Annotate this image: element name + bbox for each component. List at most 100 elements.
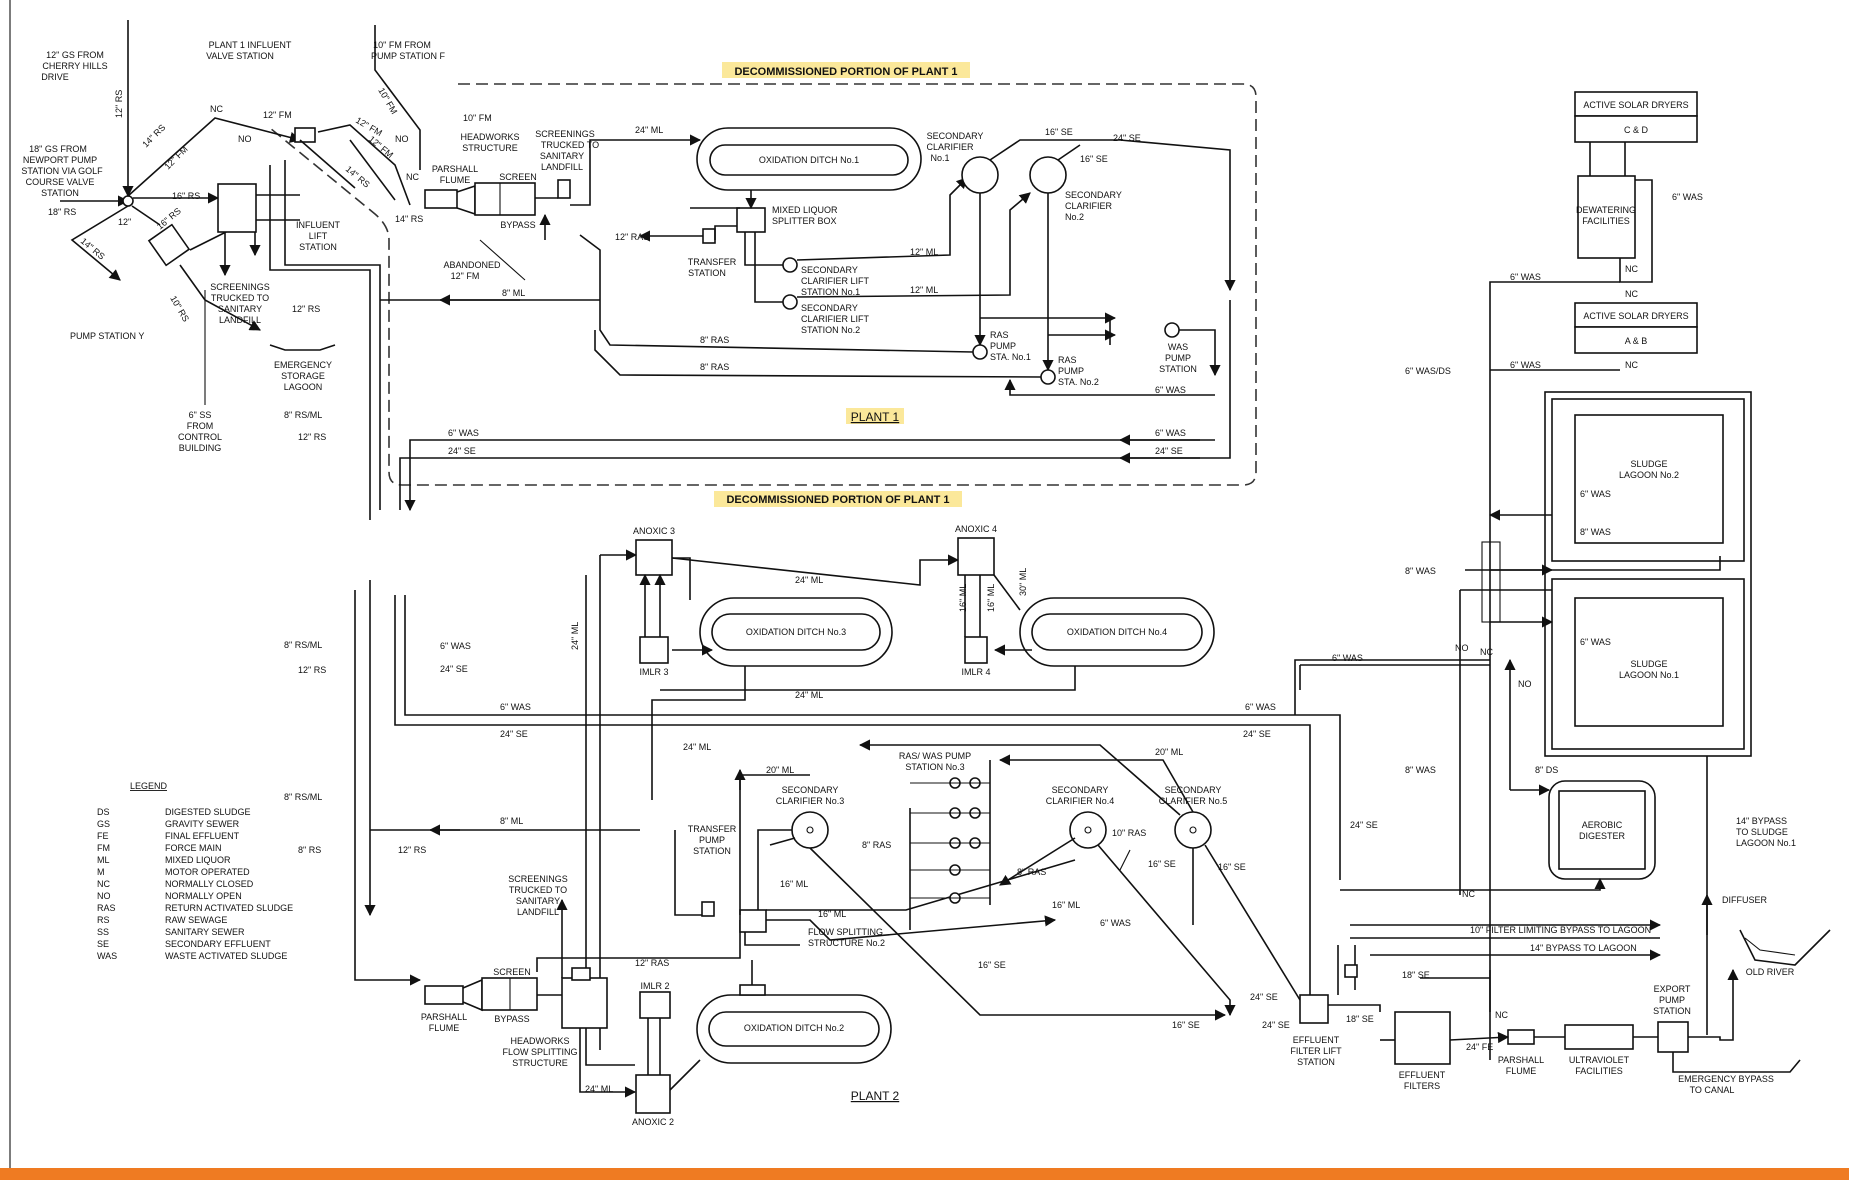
label: SCREEN — [493, 967, 531, 977]
label: 6" WAS — [1510, 360, 1541, 370]
legend-description: NORMALLY OPEN — [165, 891, 242, 901]
label: 14" RS — [395, 214, 423, 224]
label: 10" RAS — [1112, 828, 1146, 838]
ras-was-pump-station-3 — [910, 777, 990, 904]
label: NC — [1495, 1010, 1508, 1020]
label: 16" RS — [172, 191, 200, 201]
label: 6" WAS — [1245, 702, 1276, 712]
label: LANDFILL — [541, 162, 583, 172]
label: FACILITIES — [1582, 216, 1630, 226]
label: TRUCKED TO — [211, 293, 269, 303]
label: NC — [1462, 889, 1475, 899]
label: DIFFUSER — [1722, 895, 1768, 905]
oxidation-ditch-1 — [709, 144, 909, 176]
label: WAS — [1168, 342, 1188, 352]
label: LAGOON No.2 — [1619, 470, 1679, 480]
label: 20" ML — [1155, 747, 1183, 757]
label: 24" SE — [1262, 1020, 1290, 1030]
label: STATION VIA GOLF — [21, 166, 103, 176]
legend-code: FE — [97, 831, 109, 841]
imlr-2 — [639, 991, 671, 1019]
label: 8" RS/ML — [284, 792, 322, 802]
label: ANOXIC 2 — [632, 1117, 674, 1127]
secondary-clarifier-1 — [961, 156, 999, 194]
legend-code: GS — [97, 819, 110, 829]
label: 8" RS/ML — [284, 640, 322, 650]
label: 24" SE — [448, 446, 476, 456]
label: PUMP — [990, 341, 1016, 351]
label: SLUDGE — [1630, 659, 1667, 669]
parshall-flume-2 — [424, 985, 464, 1005]
label: 10" FM — [463, 113, 492, 123]
label: 24" SE — [1350, 820, 1378, 830]
label: 20" ML — [766, 765, 794, 775]
legend-description: SECONDARY EFFLUENT — [165, 939, 271, 949]
label: 6" WAS — [1155, 428, 1186, 438]
label: 8" WAS — [1580, 527, 1611, 537]
legend-description: FINAL EFFLUENT — [165, 831, 240, 841]
label: SCREEN — [499, 172, 537, 182]
emergency-storage-lagoon — [269, 344, 336, 351]
label: 24" ML — [585, 1084, 613, 1094]
label: 6" WAS — [1155, 385, 1186, 395]
label: HEADWORKS — [460, 132, 519, 142]
aerobic-digester — [1558, 790, 1646, 870]
legend-code: SE — [97, 939, 109, 949]
label: PARSHALL — [1498, 1055, 1544, 1065]
label: 24" ML — [795, 690, 823, 700]
label: 6" WAS — [1580, 637, 1611, 647]
parshall-flume-3 — [1507, 1029, 1535, 1045]
label: NC — [210, 104, 223, 114]
label: 14" RS — [344, 164, 372, 190]
label: 12" RS — [298, 432, 326, 442]
label: 16" ML — [1052, 900, 1080, 910]
label: 12" FM — [451, 271, 480, 281]
od4-label: OXIDATION DITCH No.4 — [1067, 627, 1167, 637]
label: STA. No.2 — [1058, 377, 1099, 387]
label: BYPASS — [494, 1014, 529, 1024]
label: INFLUENT — [296, 220, 341, 230]
imlr-4 — [964, 636, 988, 664]
active-solar-dryers-cd-title-box — [1574, 91, 1698, 117]
label: SECONDARY — [1065, 190, 1122, 200]
label: NC — [1625, 289, 1638, 299]
label: CONTROL — [178, 432, 222, 442]
label: 6" WAS — [440, 641, 471, 651]
active-solar-dryers-ab-title-box — [1574, 302, 1698, 328]
label: EXPORT — [1654, 984, 1691, 994]
label: 8" RAS — [700, 335, 729, 345]
label: LANDFILL — [517, 907, 559, 917]
legend-code: RS — [97, 915, 110, 925]
label: PLANT 1 INFLUENT — [209, 40, 292, 50]
label: ABANDONED — [443, 260, 501, 270]
label: STRUCTURE — [512, 1058, 568, 1068]
label: IMLR 4 — [961, 667, 990, 677]
legend-description: WASTE ACTIVATED SLUDGE — [165, 951, 287, 961]
footer-accent-bar — [0, 1168, 1849, 1180]
label: 6" WAS — [448, 428, 479, 438]
banner-decommissioned-top: DECOMMISSIONED PORTION OF PLANT 1 — [734, 66, 957, 78]
influent-lift-station — [217, 183, 257, 233]
label: STATION — [299, 242, 337, 252]
label: 16" ML — [780, 879, 808, 889]
label: SCREENINGS — [210, 282, 270, 292]
label: CLARIFIER LIFT — [801, 314, 870, 324]
label: 24" SE — [1155, 446, 1183, 456]
label: BUILDING — [179, 443, 222, 453]
label: EMERGENCY BYPASS — [1678, 1074, 1774, 1084]
label: No.1 — [930, 153, 949, 163]
ditch2-outlet — [739, 984, 766, 996]
flow-splitting-structure-2 — [739, 909, 767, 933]
transfer-pump-station — [701, 901, 715, 917]
label: 24" ML — [683, 742, 711, 752]
legend-code: M — [97, 867, 105, 877]
label: STRUCTURE No.2 — [808, 938, 885, 948]
label: 14" BYPASS — [1736, 816, 1787, 826]
label: CLARIFIER LIFT — [801, 276, 870, 286]
label: SANITARY — [540, 151, 584, 161]
label: ANOXIC 4 — [955, 524, 997, 534]
label: 8" RAS — [700, 362, 729, 372]
plant1-piping — [60, 20, 1257, 520]
banner-bottom-highlight — [714, 491, 962, 507]
